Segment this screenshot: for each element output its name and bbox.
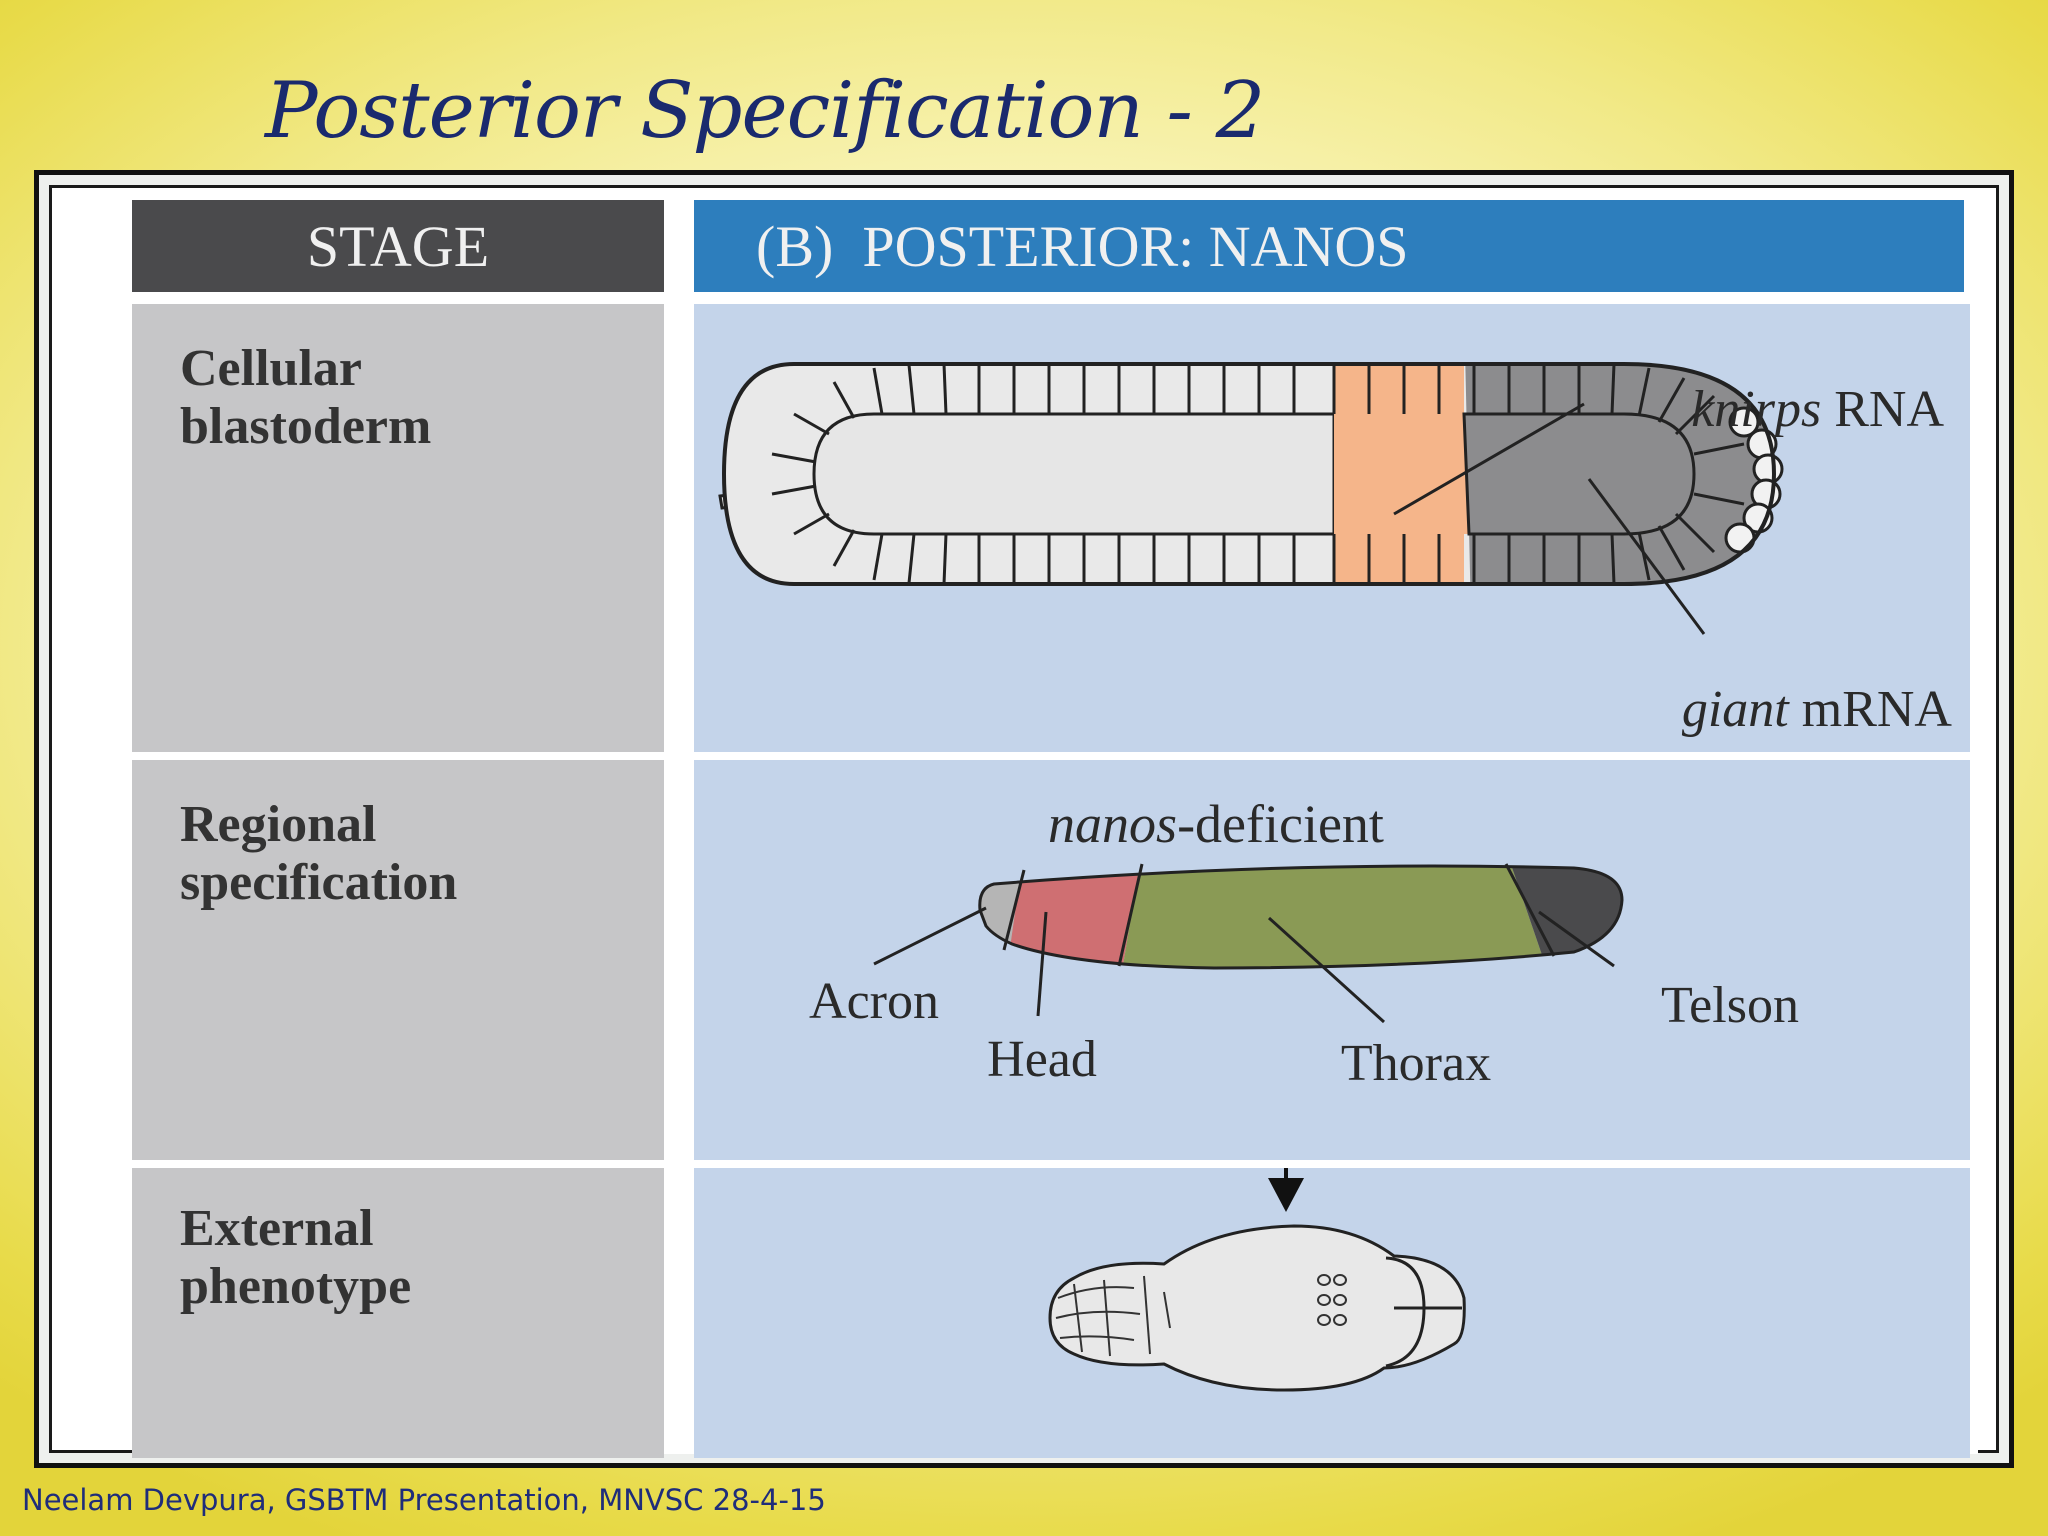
regional-panel: nanos-deficient: [694, 760, 1970, 1160]
stage-line: phenotype: [180, 1258, 412, 1315]
stage-regional-specification: Regional specification: [132, 760, 664, 1160]
thorax-label: Thorax: [1341, 1035, 1491, 1092]
stage-external-phenotype: External phenotype: [132, 1168, 664, 1458]
egg-outline: [721, 362, 1777, 586]
denticle-marks: [1317, 1274, 1347, 1326]
stage-line: blastoderm: [180, 398, 432, 455]
knirps-label: knirps RNA: [1691, 381, 1944, 438]
phenotype-diagram: [1048, 1168, 1466, 1392]
stage-column-header: STAGE: [132, 200, 664, 292]
larva-outline: [978, 864, 1624, 970]
thorax-segment: [1119, 866, 1554, 968]
acron-label: Acron: [809, 973, 939, 1030]
segment-borders: [1002, 863, 1556, 967]
segment-leaders: [873, 906, 1615, 1024]
yolk-outline: [812, 412, 1336, 536]
figure-frame-inner: STAGE (B) POSTERIOR: NANOS Cellular blas…: [49, 185, 1999, 1458]
stage-cellular-blastoderm: Cellular blastoderm: [132, 304, 664, 752]
slide-title: Posterior Specification - 2: [265, 66, 1265, 156]
stage-line: External: [180, 1200, 374, 1257]
larva-cuticle: [1048, 1224, 1466, 1392]
stage-figure: STAGE (B) POSTERIOR: NANOS Cellular blas…: [132, 194, 1978, 1458]
posterior-lobes: [1385, 1256, 1462, 1368]
slide-footer: Neelam Devpura, GSBTM Presentation, MNVS…: [22, 1483, 826, 1517]
head-skeleton: [1055, 1275, 1171, 1357]
posterior-column-header: (B) POSTERIOR: NANOS: [694, 200, 1964, 292]
phenotype-panel: [694, 1168, 1970, 1458]
stage-line: Regional: [180, 796, 377, 853]
figure-frame: STAGE (B) POSTERIOR: NANOS Cellular blas…: [34, 170, 2014, 1468]
giant-leader: [1587, 478, 1706, 635]
nanos-deficient-title: nanos-deficient: [1048, 794, 1384, 854]
stage-line: Cellular: [180, 340, 362, 397]
blastoderm-panel: knirps RNA giant mRNA: [694, 304, 1970, 752]
blastoderm-embryo-diagram: knirps RNA giant mRNA: [718, 362, 1953, 738]
nanos-deficient-diagram: nanos-deficient: [809, 794, 1799, 1092]
giant-label: giant mRNA: [1682, 681, 1953, 738]
head-label: Head: [987, 1031, 1097, 1088]
arrow-down-icon: [1268, 1168, 1304, 1212]
telson-label: Telson: [1661, 977, 1799, 1034]
knirps-leader: [1393, 402, 1585, 516]
stage-line: specification: [180, 854, 458, 911]
cell-walls: [771, 363, 1745, 585]
